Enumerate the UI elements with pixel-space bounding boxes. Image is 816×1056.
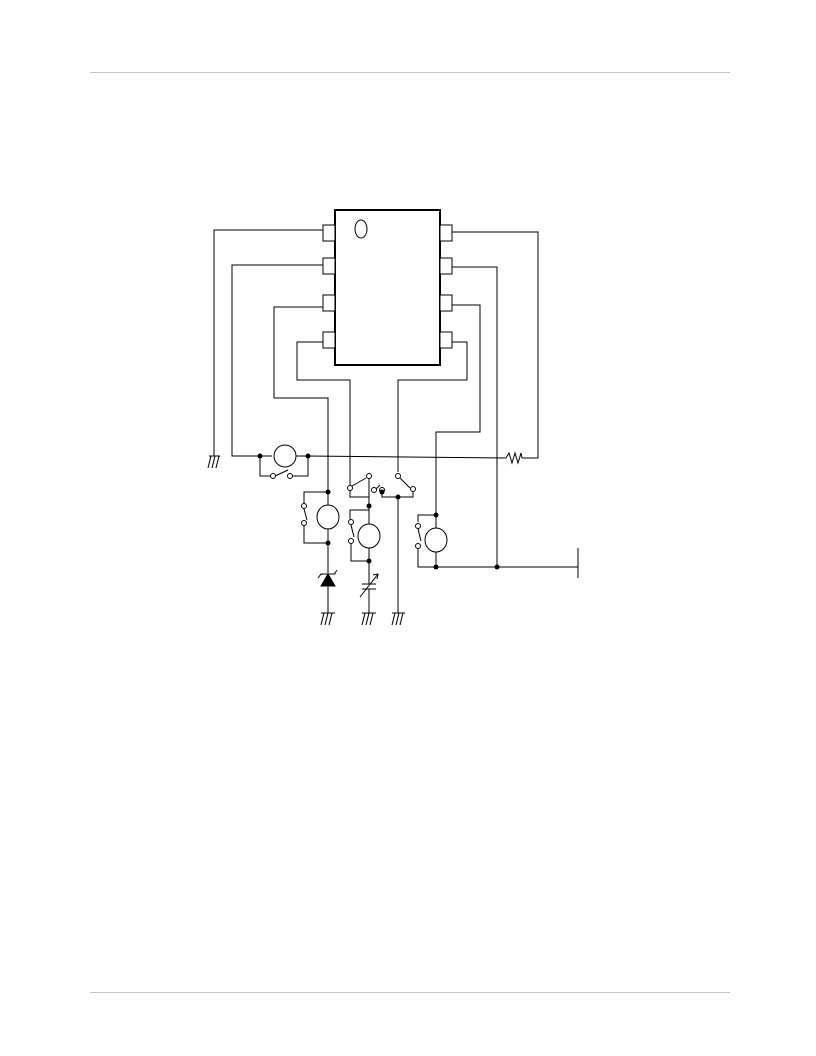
footer-rule [90, 992, 730, 993]
wire-pin7 [452, 266, 498, 567]
wire-pin5 [397, 341, 468, 472]
ic-pin-4 [322, 331, 336, 349]
ic-pin-5 [439, 331, 453, 349]
ic-body [334, 209, 441, 366]
zener-d1 [320, 573, 336, 587]
ic-pin-7 [439, 257, 453, 275]
switch-s3 [351, 477, 367, 487]
top-bus [257, 444, 523, 479]
switch-s2 [303, 508, 308, 521]
resistor-r1 [505, 451, 523, 465]
wire-pin4 [296, 341, 351, 485]
header-rule [90, 72, 730, 73]
switch-s4 [399, 477, 411, 489]
switch-s6 [417, 528, 422, 542]
meter-column-left [301, 489, 340, 626]
switch-s1 [274, 469, 289, 477]
right-wires [397, 231, 539, 567]
wire-pin1 [213, 229, 323, 398]
left-wires [213, 229, 351, 492]
s1-lead-left [259, 456, 271, 477]
switch-s5 [350, 524, 355, 538]
s1-lead-right [292, 456, 309, 477]
meter-m1 [273, 444, 297, 468]
wire-pin2 [231, 264, 323, 457]
ic-pin-8 [439, 224, 453, 242]
meter-column-center [347, 473, 416, 626]
wire-pin8 [452, 231, 539, 459]
wire-pin6 [435, 304, 481, 515]
ground-1 [207, 398, 220, 469]
ic-pin-1 [322, 224, 336, 242]
pin1-notch [354, 219, 368, 239]
meter-m4 [424, 527, 448, 553]
ic-pin-6 [439, 294, 453, 312]
meter-m3 [357, 523, 381, 549]
ic-pin-3 [322, 294, 336, 312]
ic-package [322, 209, 453, 366]
wire-pin3 [273, 306, 329, 492]
meter-column-right [415, 512, 579, 578]
meter-m2 [316, 504, 340, 530]
ic-pin-2 [322, 257, 336, 275]
